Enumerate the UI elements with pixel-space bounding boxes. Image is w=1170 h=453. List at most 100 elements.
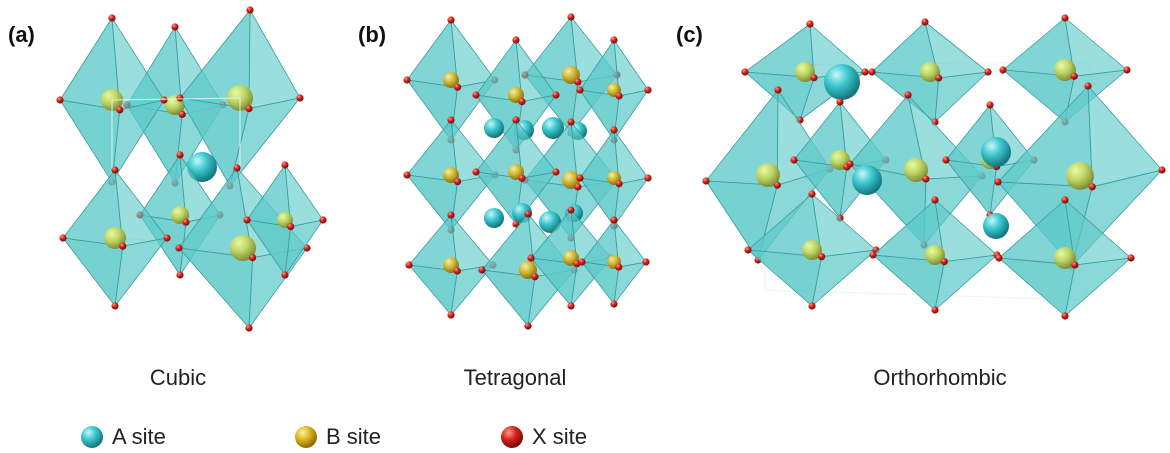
- x-site-sphere: [552, 168, 560, 176]
- x-site-sphere: [576, 86, 584, 94]
- x-site-sphere: [986, 101, 994, 109]
- panel-letter-a: (a): [8, 22, 35, 47]
- x-site-sphere: [810, 74, 818, 82]
- x-site-sphere: [472, 91, 480, 99]
- octahedron: [869, 196, 1001, 314]
- x-site-sphere: [176, 271, 184, 279]
- x-site-sphere: [111, 166, 119, 174]
- b-site-sphere-icon: [295, 426, 317, 448]
- a-site-sphere: [484, 208, 504, 228]
- x-site-sphere: [160, 96, 168, 104]
- x-site-sphere: [447, 311, 455, 319]
- x-site-sphere: [922, 175, 930, 183]
- x-site-sphere: [524, 210, 532, 218]
- x-site-sphere: [773, 181, 781, 189]
- x-site-sphere: [940, 258, 948, 266]
- x-site-sphere: [447, 16, 455, 24]
- x-site-sphere: [176, 151, 184, 159]
- x-site-sphere: [512, 116, 520, 124]
- x-site-sphere: [518, 98, 526, 106]
- octahedron-face: [811, 249, 877, 307]
- b-site-sphere: [1054, 59, 1076, 81]
- x-site-sphere: [935, 74, 943, 82]
- x-site-sphere: [610, 126, 618, 134]
- octahedron: [999, 14, 1131, 126]
- caption-tetragonal: Tetragonal: [463, 365, 567, 390]
- octahedron-face: [934, 71, 989, 123]
- octahedron-face: [450, 174, 496, 231]
- x-site-sphere: [281, 161, 289, 169]
- x-site-sphere: [995, 254, 1003, 262]
- x-site-sphere: [615, 180, 623, 188]
- x-site-sphere: [610, 300, 618, 308]
- octahedron: [790, 98, 890, 222]
- panel-cubic: (a) Cubic: [0, 0, 360, 390]
- octahedron: [176, 6, 304, 190]
- b-site-sphere: [230, 235, 256, 261]
- x-site-sphere: [178, 110, 186, 118]
- x-site-sphere: [567, 206, 575, 214]
- x-site-sphere: [182, 218, 190, 226]
- x-site-sphere: [176, 94, 184, 102]
- a-site-sphere: [542, 117, 564, 139]
- panel-letter-b: (b): [358, 22, 387, 47]
- b-site-sphere: [925, 245, 945, 265]
- octahedron-face: [111, 99, 165, 183]
- octahedron-face: [613, 177, 649, 227]
- x-site-sphere: [904, 91, 912, 99]
- x-site-sphere: [615, 92, 623, 100]
- panel-letter-c: (c): [676, 22, 703, 47]
- x-site-sphere: [861, 68, 869, 76]
- x-site-sphere: [994, 178, 1002, 186]
- b-site-sphere: [1054, 247, 1076, 269]
- x-site-sphere: [1061, 312, 1069, 320]
- x-site-sphere: [454, 178, 462, 186]
- octahedron: [744, 190, 880, 310]
- x-site-sphere: [868, 68, 876, 76]
- x-site-sphere: [447, 116, 455, 124]
- x-site-sphere: [245, 104, 253, 113]
- x-site-sphere: [931, 196, 939, 204]
- octahedron-face: [613, 261, 647, 305]
- x-site-sphere: [246, 6, 254, 14]
- x-site-sphere: [744, 246, 752, 254]
- panel-orthorhombic: (c) Orthorhombic: [676, 0, 1170, 390]
- octahedron: [995, 196, 1135, 320]
- x-site-sphere: [610, 216, 618, 224]
- x-site-sphere: [610, 36, 618, 44]
- octahedron: [472, 116, 560, 228]
- x-site-sphere: [578, 258, 586, 266]
- x-site-sphere: [942, 156, 950, 164]
- x-site-sphere: [1123, 66, 1131, 74]
- x-site-sphere: [567, 118, 575, 126]
- x-site-sphere: [175, 244, 183, 252]
- octahedron: [243, 161, 327, 279]
- x-site-sphere: [931, 306, 939, 314]
- x-site-sphere: [1070, 72, 1078, 80]
- a-site-sphere: [187, 152, 217, 182]
- octahedron-face: [1064, 257, 1132, 317]
- octahedron: [576, 36, 652, 144]
- x-site-sphere: [921, 18, 929, 26]
- x-site-sphere: [512, 36, 520, 44]
- x-site-sphere: [108, 14, 116, 22]
- unit-cell-edge: [111, 97, 241, 101]
- octahedron-face: [1087, 85, 1163, 188]
- x-site-sphere: [1061, 196, 1069, 204]
- x-site-sphere: [574, 78, 582, 86]
- x-site-sphere: [281, 271, 289, 279]
- b-site-sphere: [1066, 162, 1094, 190]
- x-site-sphere: [296, 94, 304, 102]
- cubic-structure: [56, 6, 327, 332]
- x-site-sphere: [574, 183, 582, 191]
- octahedron: [576, 126, 652, 230]
- x-site-sphere: [163, 234, 171, 242]
- b-site-sphere: [802, 240, 822, 260]
- x-site-sphere: [233, 164, 241, 172]
- x-site-sphere: [524, 322, 532, 330]
- x-site-sphere: [644, 174, 652, 182]
- x-site-sphere: [405, 261, 413, 269]
- x-site-sphere: [567, 302, 575, 310]
- x-site-sphere: [319, 216, 327, 224]
- b-site-sphere: [443, 167, 459, 183]
